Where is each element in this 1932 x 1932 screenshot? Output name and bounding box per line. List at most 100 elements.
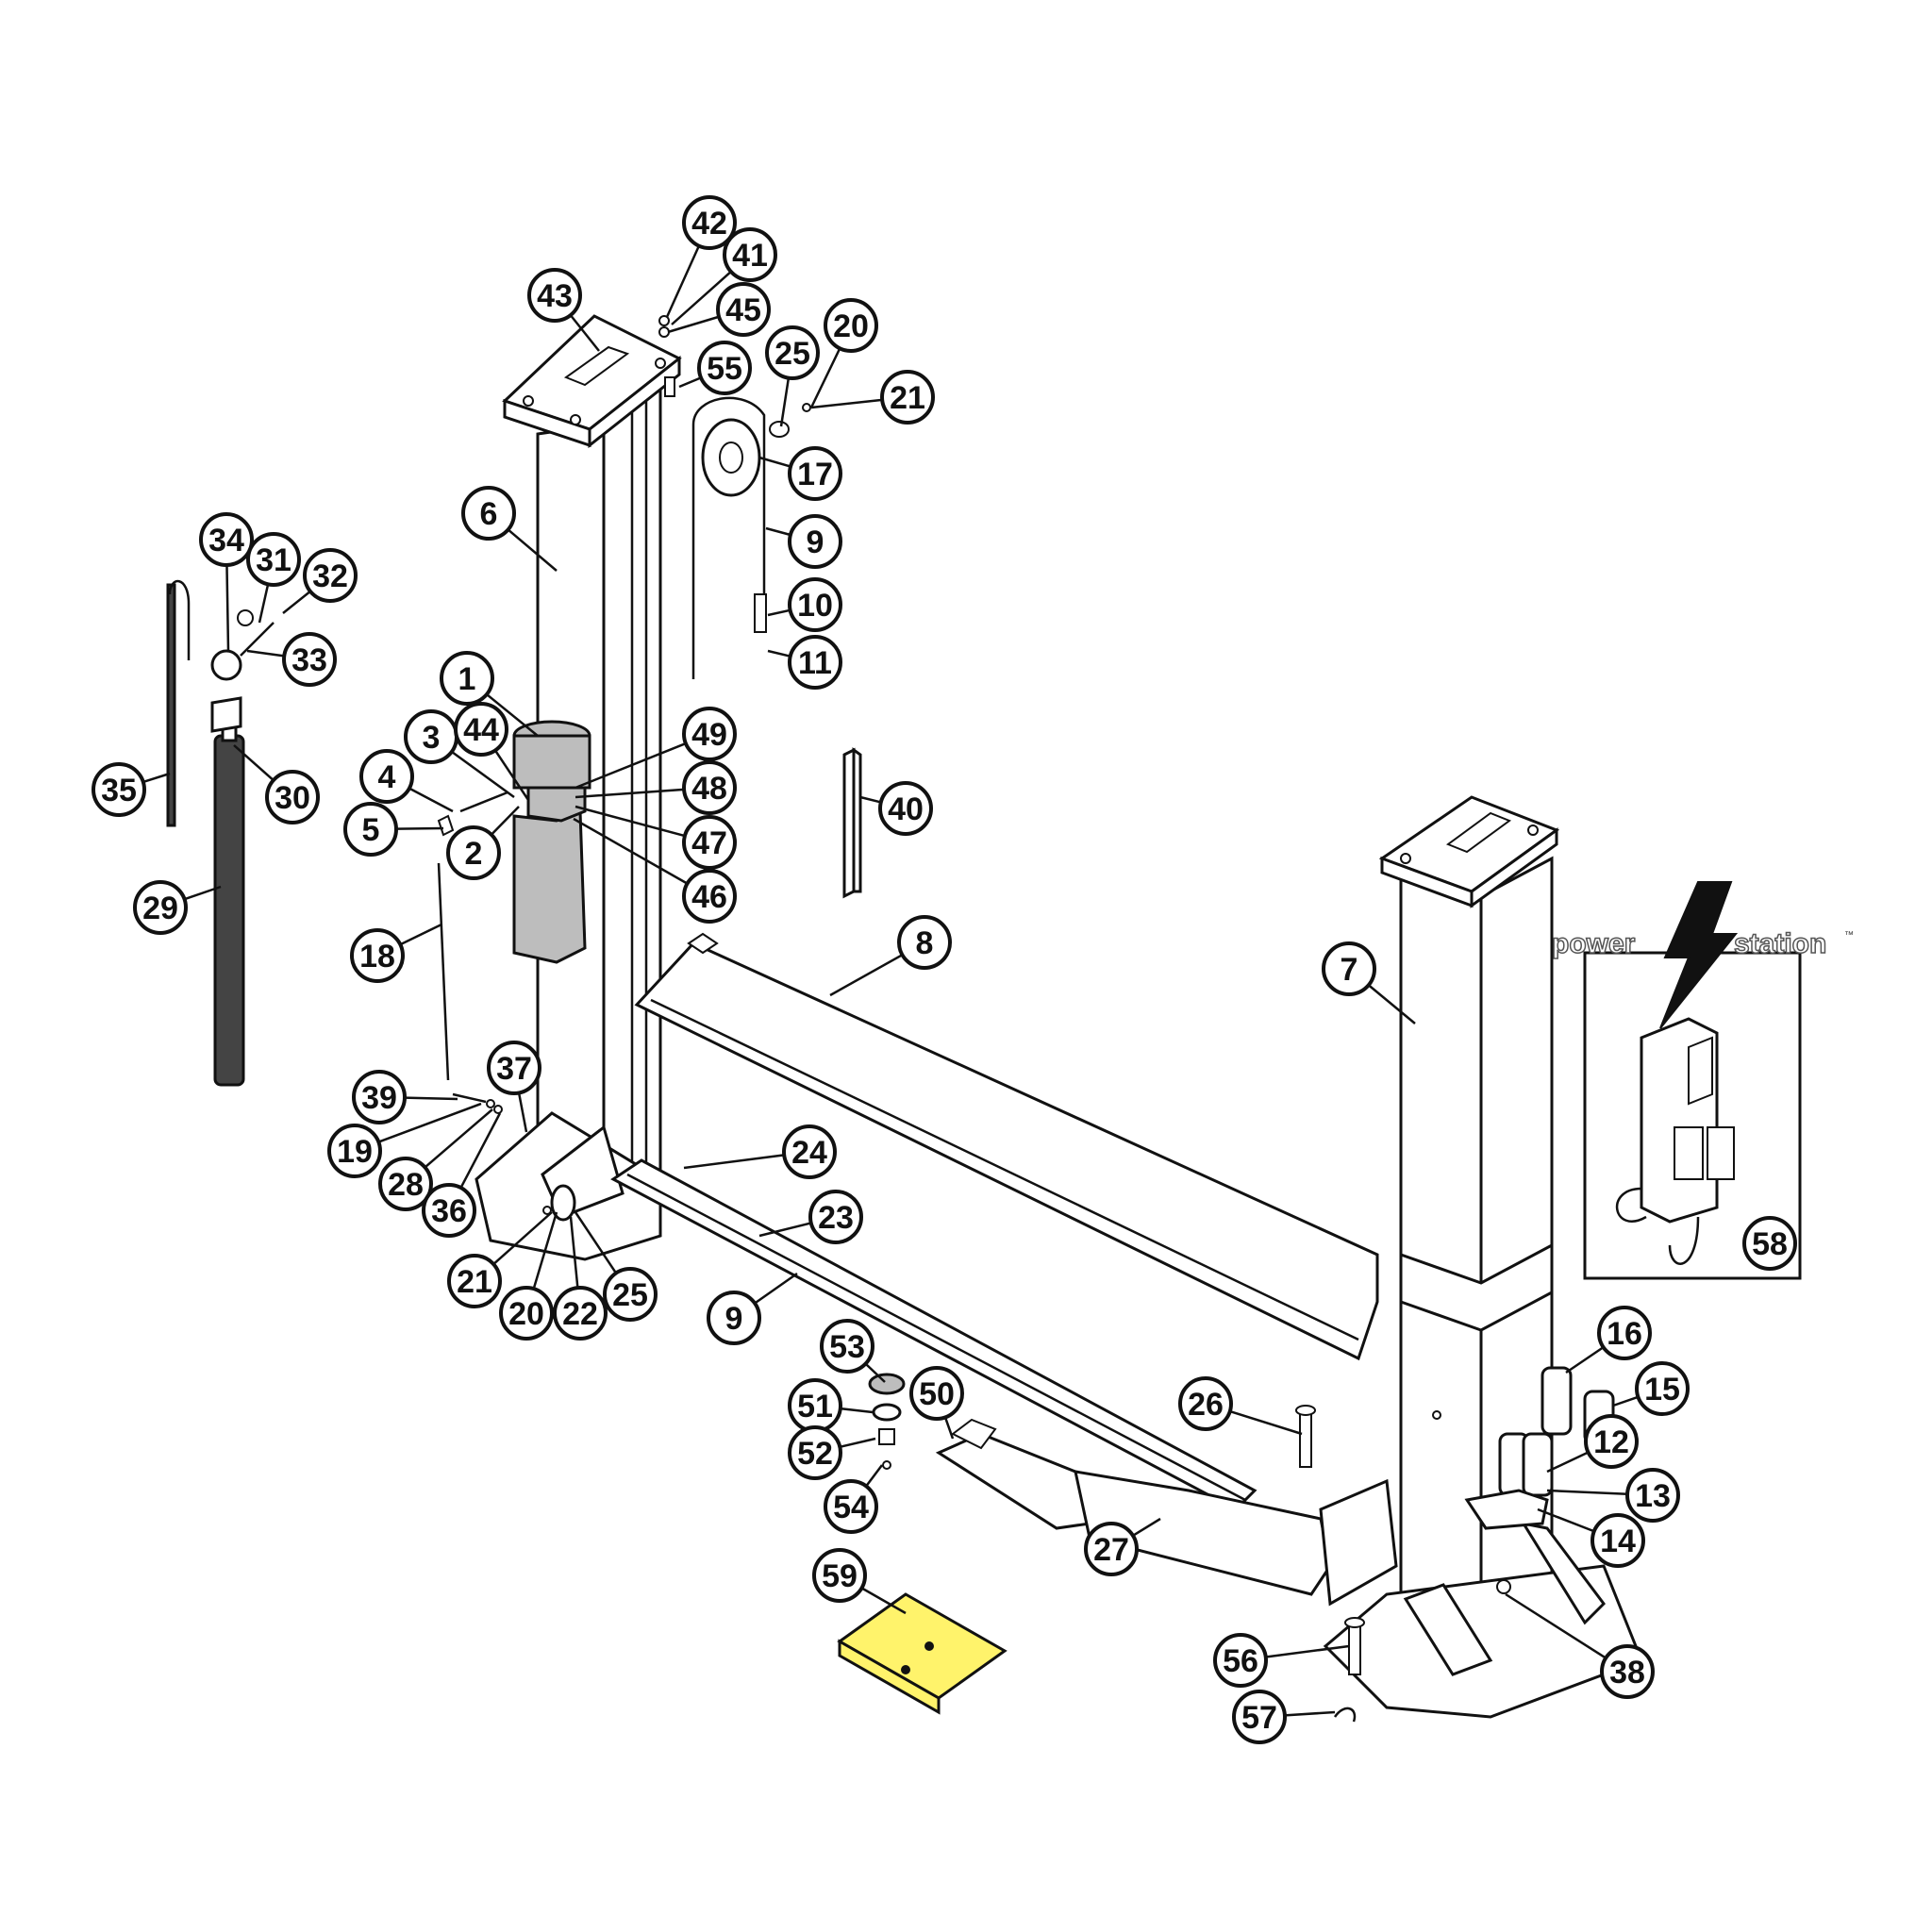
callout-17: 17 — [788, 446, 842, 501]
callout-circle — [327, 1124, 382, 1178]
callout-number: 1 — [458, 661, 476, 697]
leader-line-13 — [1546, 1489, 1628, 1496]
callout-circle — [265, 770, 320, 824]
callout-54: 54 — [824, 1479, 878, 1534]
callout-circle — [716, 282, 771, 337]
leader-line-2 — [491, 806, 520, 836]
callout-20: 20 — [499, 1286, 554, 1341]
callout-number: 16 — [1607, 1316, 1642, 1352]
callout-number: 30 — [275, 780, 310, 816]
callout-circle — [824, 298, 878, 353]
leader-line-44 — [493, 749, 530, 801]
callout-circle — [1742, 1216, 1797, 1271]
leader-line-56 — [1265, 1644, 1350, 1658]
leader-line-10 — [767, 608, 791, 617]
callout-number: 31 — [256, 542, 291, 578]
callout-number: 50 — [919, 1376, 955, 1412]
hydraulic-hose — [437, 862, 450, 1081]
leader-line-9 — [765, 526, 791, 537]
callout-number: 57 — [1241, 1700, 1277, 1736]
callout-circle — [133, 880, 188, 935]
callout-4: 4 — [359, 749, 414, 804]
callout-number: 20 — [508, 1296, 544, 1332]
right-top-plate — [1378, 795, 1560, 908]
callout-number: 55 — [707, 351, 742, 387]
callout-26: 26 — [1178, 1376, 1233, 1431]
callout-number: 27 — [1093, 1532, 1129, 1568]
leader-line-6 — [507, 528, 558, 572]
callout-number: 56 — [1223, 1643, 1258, 1679]
leader-line-32 — [282, 590, 311, 614]
leader-line-4 — [408, 787, 454, 813]
leader-line-18 — [399, 923, 442, 946]
callout-circle — [303, 548, 358, 603]
leader-line-8 — [829, 954, 904, 997]
callout-circle — [92, 762, 146, 817]
callout-circle — [682, 195, 737, 250]
callout-53: 53 — [820, 1319, 874, 1374]
callout-number: 9 — [725, 1301, 743, 1337]
callout-number: 20 — [833, 308, 869, 344]
callout-42: 42 — [682, 195, 737, 250]
leader-line-16 — [1565, 1346, 1605, 1374]
callout-circle — [682, 760, 737, 815]
leader-line-25 — [779, 377, 791, 427]
callout-number: 47 — [691, 825, 727, 861]
callout-56: 56 — [1213, 1633, 1268, 1688]
callout-43: 43 — [527, 268, 582, 323]
callout-circle — [440, 651, 494, 706]
ramp — [837, 1592, 1008, 1715]
leader-line-46 — [573, 817, 689, 885]
callout-24: 24 — [782, 1124, 837, 1179]
callout-number: 38 — [1609, 1655, 1645, 1690]
callout-number: 34 — [208, 523, 244, 558]
callout-circle — [682, 869, 737, 924]
callout-circle — [808, 1190, 863, 1244]
callout-number: 59 — [822, 1558, 858, 1594]
leader-line-54 — [865, 1464, 884, 1488]
leader-line-21 — [492, 1211, 553, 1265]
leader-line-29 — [184, 885, 222, 901]
callout-number: 39 — [361, 1080, 397, 1116]
callout-circle — [788, 1425, 842, 1480]
callout-number: 15 — [1644, 1372, 1680, 1407]
slide-block — [842, 747, 862, 899]
leader-line-20 — [532, 1211, 558, 1290]
leader-line-55 — [678, 376, 702, 389]
leader-line-5 — [395, 826, 444, 830]
leader-line-43 — [569, 314, 600, 352]
leader-line-48 — [575, 788, 685, 799]
callout-number: 6 — [480, 496, 498, 532]
callout-circle — [359, 749, 414, 804]
callout-number: 42 — [691, 206, 727, 242]
leader-line-28 — [424, 1108, 493, 1169]
callout-circle — [446, 825, 501, 880]
callout-circle — [1635, 1361, 1690, 1416]
callout-number: 44 — [463, 712, 499, 748]
leader-line-34 — [225, 564, 230, 652]
callout-circle — [527, 268, 582, 323]
callout-57: 57 — [1232, 1690, 1287, 1744]
callout-50: 50 — [909, 1366, 964, 1421]
callout-25: 25 — [765, 325, 820, 380]
callout-49: 49 — [682, 707, 737, 761]
leader-line-33 — [246, 649, 285, 658]
power-unit — [512, 720, 591, 964]
callout-45: 45 — [716, 282, 771, 337]
callout-12: 12 — [1584, 1414, 1639, 1469]
callout-29: 29 — [133, 880, 188, 935]
callout-31: 31 — [246, 532, 301, 587]
callout-circle — [1597, 1306, 1652, 1360]
leader-line-50 — [943, 1417, 955, 1440]
callout-27: 27 — [1084, 1522, 1139, 1576]
leader-line-15 — [1612, 1395, 1639, 1407]
callout-25: 25 — [603, 1267, 658, 1322]
callout-number: 21 — [457, 1264, 492, 1300]
leader-line-30 — [233, 744, 275, 782]
callout-number: 54 — [833, 1490, 869, 1525]
callout-number: 52 — [797, 1436, 833, 1472]
callout-59: 59 — [812, 1548, 867, 1603]
callout-21: 21 — [880, 370, 935, 425]
